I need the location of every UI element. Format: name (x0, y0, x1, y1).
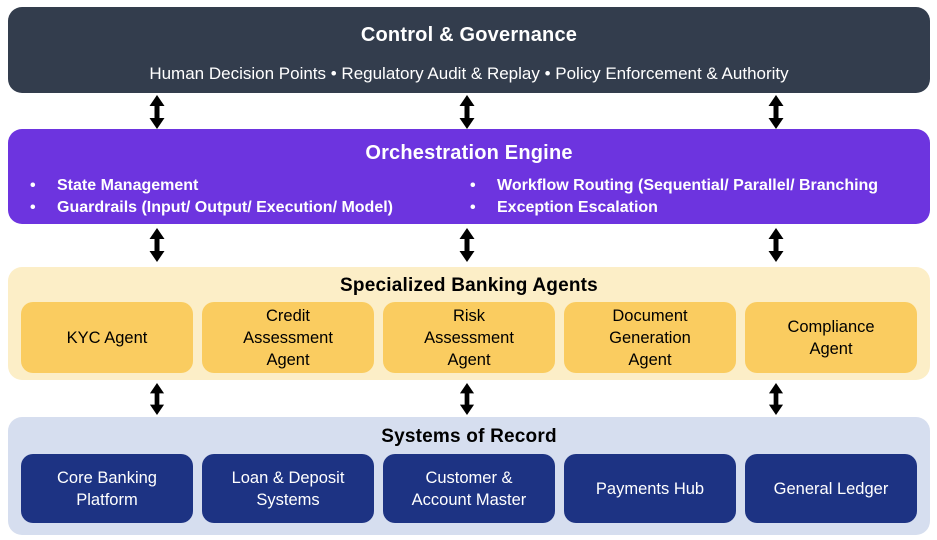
bidirectional-arrow-icon (149, 228, 165, 262)
bullet-icon: • (30, 177, 36, 194)
layer-specialized-banking-agents: Specialized Banking Agents KYC Agent Cre… (8, 267, 930, 380)
layer-title: Systems of Record (381, 426, 557, 447)
agent-box-risk-assessment: Risk Assessment Agent (383, 302, 555, 373)
system-boxes-row: Core Banking Platform Loan & Deposit Sys… (21, 454, 917, 523)
system-box-core-banking: Core Banking Platform (21, 454, 193, 523)
bidirectional-arrow-icon (768, 228, 784, 262)
bidirectional-arrow-icon (459, 95, 475, 129)
bullet-icon: • (470, 199, 476, 216)
bidirectional-arrow-icon (768, 383, 784, 417)
agent-box-document-generation: Document Generation Agent (564, 302, 736, 373)
agent-box-compliance: Compliance Agent (745, 302, 917, 373)
bidirectional-arrow-icon (459, 228, 475, 262)
layer-control-governance: Control & Governance Human Decision Poin… (8, 7, 930, 93)
bullet-item: • Exception Escalation (470, 197, 878, 219)
layer-subtitle: Human Decision Points • Regulatory Audit… (149, 64, 789, 83)
bidirectional-arrow-icon (459, 383, 475, 417)
agent-box-credit-assessment: Credit Assessment Agent (202, 302, 374, 373)
bullet-list-left: • State Management • Guardrails (Input/ … (30, 175, 393, 219)
bullet-list-right: • Workflow Routing (Sequential/ Parallel… (470, 175, 878, 219)
layer-title: Control & Governance (360, 24, 578, 46)
layer-title: Specialized Banking Agents (340, 275, 598, 296)
system-box-general-ledger: General Ledger (745, 454, 917, 523)
bullet-text: Exception Escalation (497, 199, 658, 216)
agent-box-kyc: KYC Agent (21, 302, 193, 373)
system-box-customer-account-master: Customer & Account Master (383, 454, 555, 523)
bullet-text: State Management (57, 177, 199, 194)
bullet-item: • Workflow Routing (Sequential/ Parallel… (470, 175, 878, 197)
bidirectional-arrow-icon (149, 383, 165, 417)
system-box-loan-deposit: Loan & Deposit Systems (202, 454, 374, 523)
layer-orchestration-engine: Orchestration Engine • State Management … (8, 129, 930, 224)
agent-boxes-row: KYC Agent Credit Assessment Agent Risk A… (21, 302, 917, 373)
system-box-payments-hub: Payments Hub (564, 454, 736, 523)
layer-title: Orchestration Engine (365, 142, 573, 164)
layer-systems-of-record: Systems of Record Core Banking Platform … (8, 417, 930, 535)
bidirectional-arrow-icon (149, 95, 165, 129)
bullet-text: Guardrails (Input/ Output/ Execution/ Mo… (57, 199, 393, 216)
bullet-item: • State Management (30, 175, 393, 197)
bullet-icon: • (30, 199, 36, 216)
bidirectional-arrow-icon (768, 95, 784, 129)
bullet-icon: • (470, 177, 476, 194)
bullet-text: Workflow Routing (Sequential/ Parallel/ … (497, 177, 879, 194)
bullet-item: • Guardrails (Input/ Output/ Execution/ … (30, 197, 393, 219)
